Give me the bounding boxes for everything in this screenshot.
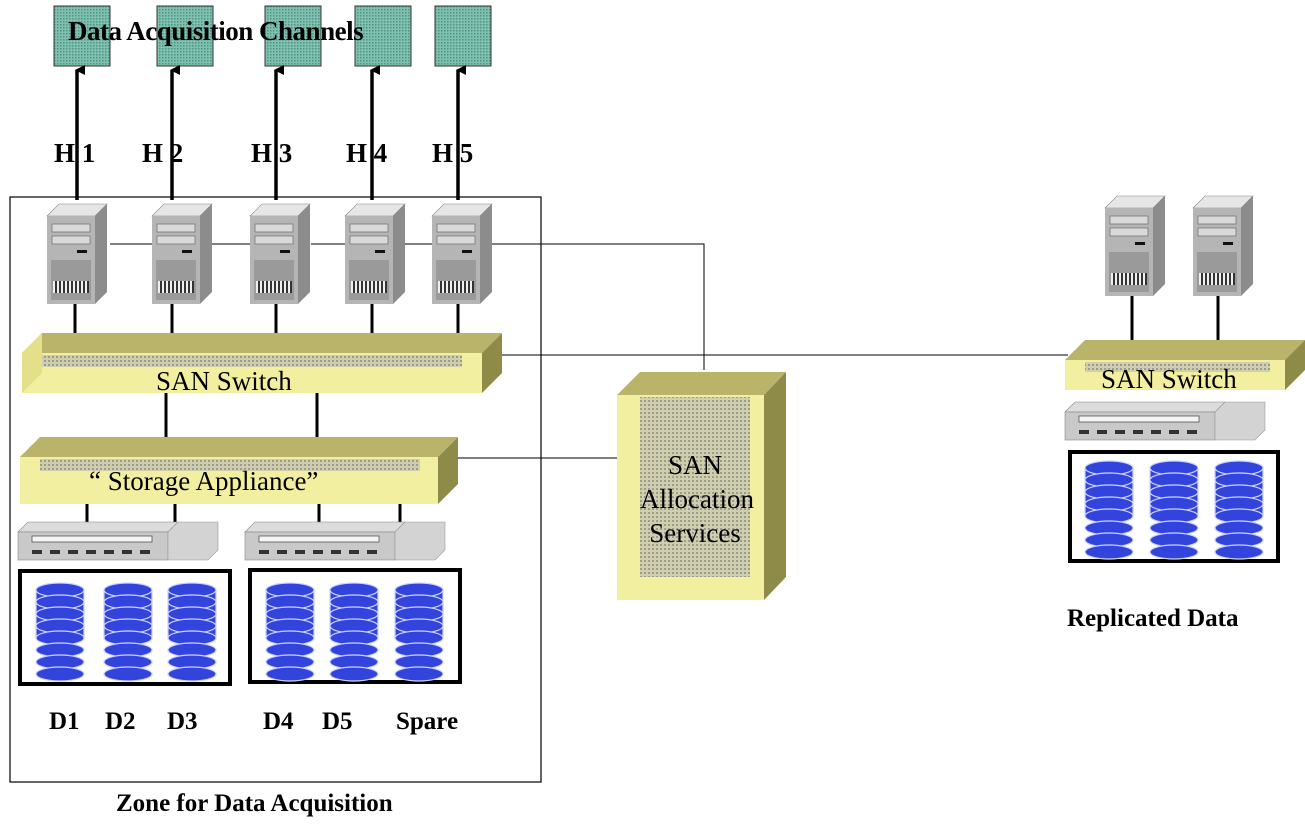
- san-services-box: [617, 372, 786, 600]
- san-switch-left-label: SAN Switch: [156, 366, 292, 396]
- disk-label-d1: D1: [49, 708, 80, 735]
- zone-label: Zone for Data Acquisition: [116, 790, 393, 817]
- server-icon: [1104, 195, 1166, 297]
- san-services-line-1: SAN: [667, 450, 722, 480]
- server-icon: [431, 203, 493, 305]
- channel-box-5: [434, 5, 492, 67]
- switch-appliance-links: [164, 393, 319, 437]
- san-switch-left: [22, 333, 502, 393]
- san-switch-right-label: SAN Switch: [1101, 364, 1237, 394]
- disk-stack-icon: [35, 582, 85, 682]
- server-group-right: [1104, 195, 1254, 297]
- server-icon: [46, 203, 108, 305]
- san-services-line-2: Allocation: [640, 484, 754, 514]
- disk-stack-icon: [1149, 460, 1199, 560]
- disk-stack-icon: [1084, 460, 1134, 560]
- host-label-5: H 5: [432, 138, 474, 168]
- appliance-unit-links: [85, 504, 402, 523]
- storage-appliance: [20, 437, 458, 504]
- disk-label-d5: D5: [322, 708, 353, 735]
- san-services-line-3: Services: [649, 518, 741, 548]
- disk-array-unit-icon: [17, 521, 219, 561]
- san-switch-right: [1065, 340, 1305, 390]
- disk-stack-icon: [265, 582, 315, 682]
- san-services-label: SAN Allocation Services: [640, 448, 754, 550]
- channel-box-4: [354, 5, 412, 67]
- channel-arrows: [75, 65, 466, 200]
- disk-stack-icon: [1214, 460, 1264, 560]
- host-label-3: H 3: [251, 138, 293, 168]
- host-label-4: H 4: [346, 138, 388, 168]
- storage-appliance-label: “ Storage Appliance”: [89, 466, 319, 496]
- server-icon: [249, 203, 311, 305]
- disk-stack-icon: [329, 582, 379, 682]
- channel-box-2: [156, 5, 214, 67]
- server-group-left: [46, 203, 493, 305]
- network-lines: [110, 243, 1068, 459]
- disk-label-d4: D4: [263, 708, 294, 735]
- server-icon: [344, 203, 406, 305]
- disk-array-unit-icon: [244, 521, 446, 561]
- disk-label-d3: D3: [167, 708, 198, 735]
- diagram-title: Data Acquisition Channels: [68, 16, 364, 46]
- disk-stack-icon: [103, 582, 153, 682]
- channel-box-3: [264, 5, 322, 67]
- disk-label-spare: Spare: [396, 708, 459, 735]
- server-icon: [151, 203, 213, 305]
- disk-array-unit-icon: [1064, 401, 1266, 441]
- replicated-data-label: Replicated Data: [1067, 605, 1239, 632]
- server-switch-links: [73, 304, 460, 333]
- host-label-2: H 2: [142, 138, 184, 168]
- host-label-1: H 1: [54, 138, 96, 168]
- disk-stack-icon: [394, 582, 444, 682]
- disk-stack-icon: [167, 582, 217, 682]
- disk-label-d2: D2: [105, 708, 136, 735]
- server-icon: [1192, 195, 1254, 297]
